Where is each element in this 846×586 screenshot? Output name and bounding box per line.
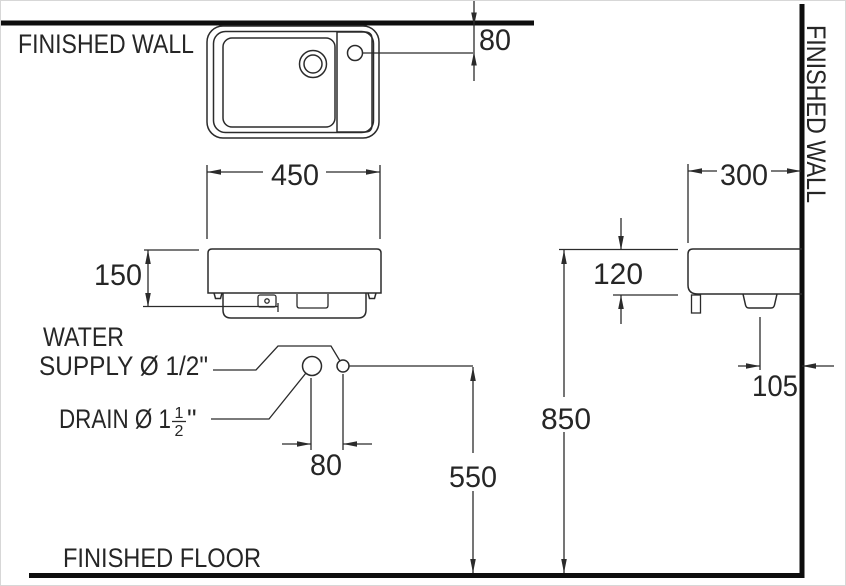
- plan-faucet-deck: [336, 31, 373, 133]
- drain-point-circle: [301, 355, 323, 377]
- finished-wall-top-label: FINISHED WALL: [18, 29, 194, 59]
- dim-supply-height: [470, 367, 476, 573]
- front-view: [207, 248, 382, 319]
- water-supply-label-line1: WATER: [43, 322, 124, 352]
- front-bracket-screw: [264, 298, 270, 304]
- plan-view: [206, 25, 380, 139]
- drain-label-prefix: DRAIN Ø 1: [59, 404, 171, 434]
- side-bracket: [690, 294, 702, 314]
- dim-drain-to-wall-value: 105: [752, 370, 798, 403]
- front-underside: [222, 293, 367, 319]
- dim-drain-to-wall: [738, 363, 834, 369]
- drain-label-inch-mark: ": [187, 404, 197, 434]
- drain-fraction-numerator: 1: [175, 405, 184, 422]
- side-view: [687, 248, 802, 370]
- dim-faucet-to-wall-value: 80: [479, 24, 511, 57]
- dim-holes-spacing-value: 80: [310, 449, 342, 482]
- dim-front-height-value: 150: [94, 259, 142, 292]
- dim-rim-height: [559, 248, 678, 573]
- plan-basin: [222, 37, 336, 128]
- drain-fraction-denominator: 2: [175, 423, 184, 440]
- supply-point-circle: [336, 359, 350, 373]
- dim-body-height-value: 120: [593, 258, 643, 291]
- dim-basin-width-value: 450: [271, 159, 319, 192]
- front-bracket: [257, 294, 277, 308]
- dim-basin-depth-value: 300: [720, 159, 768, 192]
- dim-front-height: [143, 249, 278, 308]
- dim-rim-height-value: 850: [541, 403, 591, 436]
- finished-wall-right-label: FINISHED WALL: [801, 25, 831, 203]
- front-overflow-box: [296, 294, 329, 309]
- supply-leader-line: [213, 345, 341, 371]
- drain-label: DRAIN Ø 1 1 2 ": [59, 404, 197, 440]
- dim-body-height: [613, 218, 678, 324]
- plan-faucet-hole: [346, 44, 364, 62]
- front-right-foot: [367, 292, 377, 300]
- plan-drain-inner-circle: [303, 54, 323, 74]
- dim-basin-width: [206, 165, 381, 239]
- dim-faucet-to-wall: [362, 1, 477, 81]
- drain-leader-line: [211, 372, 307, 420]
- front-left-foot: [213, 292, 223, 300]
- dim-supply-height-value: 550: [449, 461, 497, 494]
- plan-drain-outer-circle: [298, 49, 328, 79]
- dim-holes-spacing: [282, 374, 372, 450]
- front-body: [207, 248, 382, 294]
- plan-inner-rim: [212, 30, 375, 134]
- side-drain-fitting: [742, 293, 778, 309]
- plan-outer-rim: [206, 25, 380, 139]
- finished-floor-label: FINISHED FLOOR: [63, 543, 261, 573]
- supply-drain-points: [211, 345, 473, 420]
- water-supply-label-line2: SUPPLY Ø 1/2": [39, 351, 208, 381]
- side-body: [687, 248, 802, 295]
- dim-basin-depth: [687, 164, 801, 243]
